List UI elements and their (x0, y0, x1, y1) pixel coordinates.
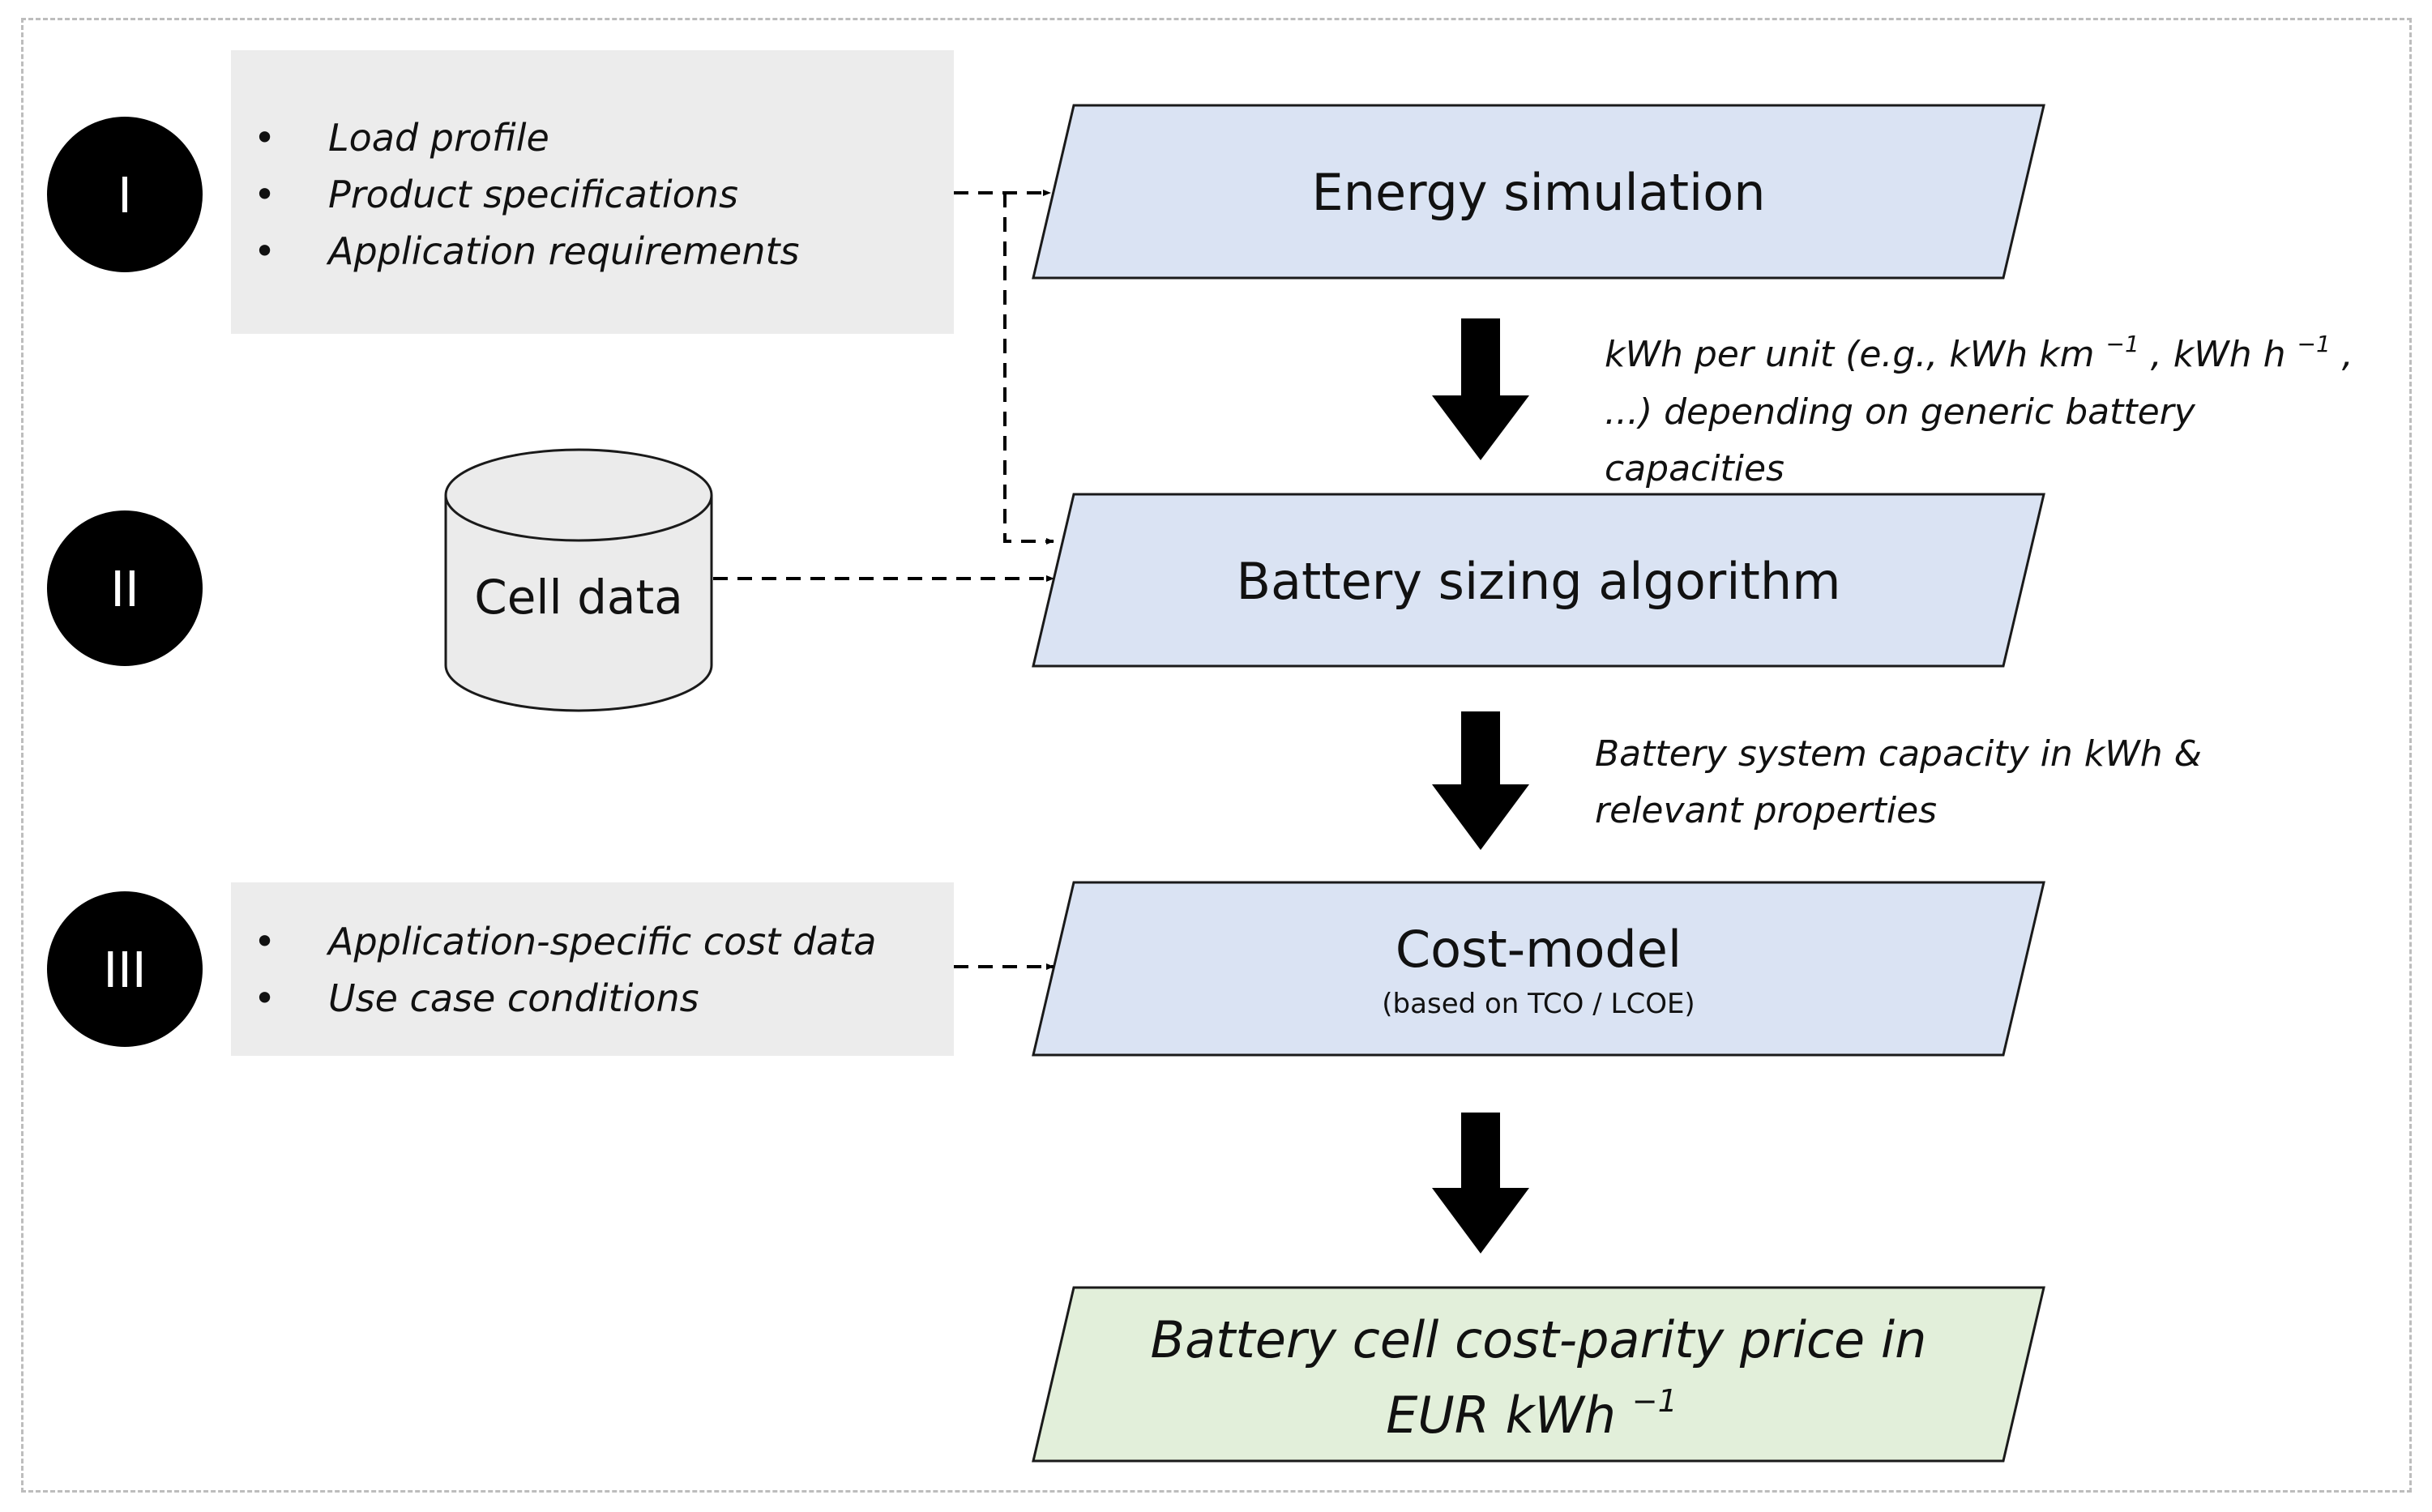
energy-simulation-title: Energy simulation (1311, 163, 1766, 222)
flow-arrow-2 (1432, 711, 1529, 850)
cost-model-subtitle: (based on TCO / LCOE) (1382, 988, 1695, 1020)
result-box (1032, 1286, 2045, 1463)
note-energy-part-2: , kWh h (2151, 334, 2286, 375)
result-line-1: Battery cell cost-parity price in (1150, 1310, 1927, 1369)
note-energy-line-1: kWh per unit (e.g., kWh km −1 , kWh h −1… (1605, 319, 2353, 375)
stage-3-input-list: Application-specific cost data Use case … (231, 913, 876, 1027)
diagram-frame (21, 18, 2412, 1493)
result-line-2-text: EUR kWh (1386, 1386, 1616, 1445)
cost-model-title: Cost-model (1395, 920, 1682, 979)
flow-arrow-3 (1432, 1113, 1529, 1254)
note-energy-superscript-2: −1 (2297, 331, 2330, 357)
battery-sizing-box (1032, 493, 2045, 668)
result-line-2: EUR kWh −1 (1386, 1383, 1678, 1445)
input-item-use-case-conditions: Use case conditions (231, 970, 876, 1027)
energy-simulation-box (1032, 104, 2045, 280)
cell-data-database-icon (444, 448, 713, 712)
note-energy-line-2: ...) depending on generic battery (1605, 391, 2195, 433)
battery-sizing-title: Battery sizing algorithm (1236, 552, 1841, 611)
note-energy-line-3: capacities (1605, 448, 1784, 489)
result-line-2-exponent: −1 (1632, 1383, 1678, 1419)
input-item-cost-data: Application-specific cost data (231, 913, 876, 970)
note-sizing-line-1: Battery system capacity in kWh & (1595, 733, 2202, 775)
cell-data-label: Cell data (474, 570, 683, 625)
note-energy-superscript-1: −1 (2105, 331, 2139, 357)
input-item-load-profile: Load profile (231, 109, 799, 166)
note-energy-part-3: , (2342, 334, 2353, 375)
connector-inputs-to-battery-sizing (1003, 193, 1054, 545)
stage-3-numeral: III (47, 891, 203, 1047)
input-item-product-specifications: Product specifications (231, 166, 799, 223)
note-sizing-line-2: relevant properties (1595, 790, 1938, 831)
stage-2-numeral: II (47, 510, 203, 666)
stage-1-input-list: Load profile Product specifications Appl… (231, 109, 799, 280)
input-item-application-requirements: Application requirements (231, 223, 799, 280)
flow-arrow-1 (1432, 318, 1529, 460)
dashed-connectors (713, 190, 1054, 970)
stage-1-numeral: I (47, 117, 203, 272)
cost-model-box (1032, 881, 2045, 1057)
note-energy-part-1: kWh per unit (e.g., kWh km (1605, 334, 2094, 375)
